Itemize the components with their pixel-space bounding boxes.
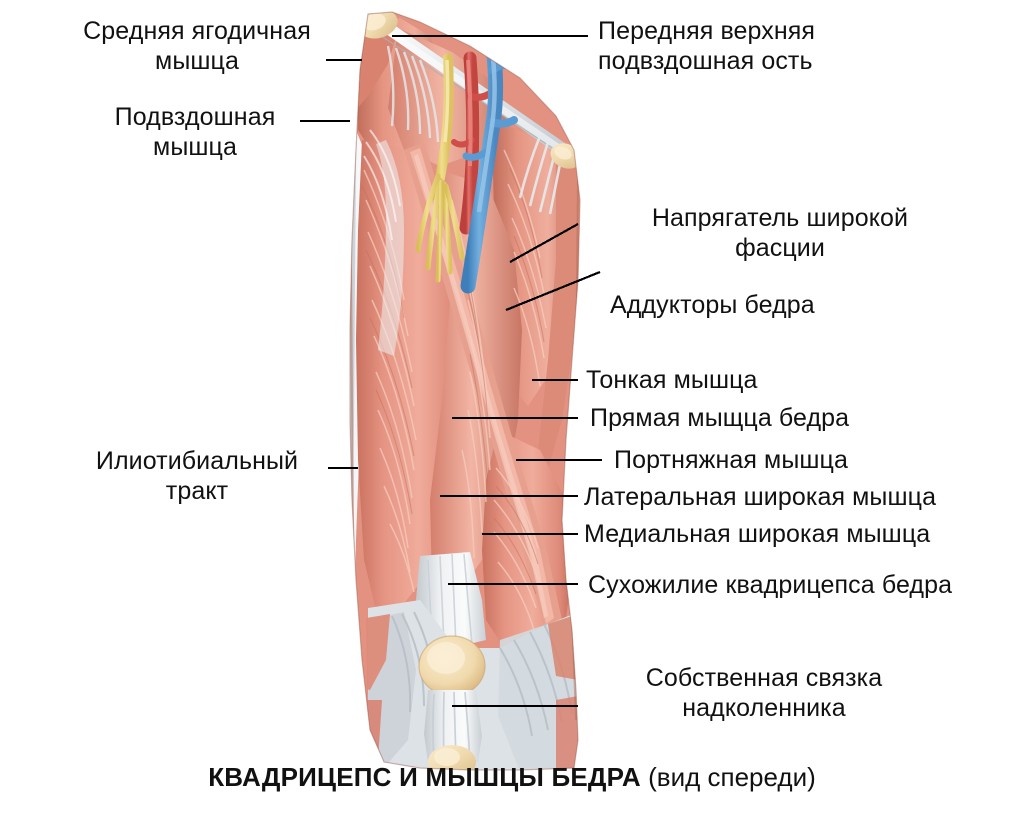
leader-tensor-fasciae-latae: [509, 223, 579, 263]
femoral-nerve: [415, 53, 465, 283]
label-rectus-femoris: Прямая мыщца бедра: [590, 404, 850, 432]
label-vastus-lateralis: Латеральная широкая мышца: [584, 483, 937, 511]
label-iliotibial-tract: Илиотибиальный тракт: [95, 447, 299, 505]
label-gluteus-medius: Средняя ягодичная мышца: [83, 17, 311, 75]
label-adductors: Аддукторы бедра: [610, 291, 815, 319]
pubic-tubercle-bone: [550, 143, 580, 169]
leader-adductors: [505, 270, 601, 312]
gluteus-medius-shape: [356, 14, 398, 110]
label-sartorius: Портняжная мышца: [614, 446, 848, 474]
tibial-tuberosity: [428, 745, 476, 770]
label-iliacus: Подвздошная мышца: [114, 103, 276, 161]
label-quadriceps-tendon: Сухожилие квадрицепса бедра: [588, 571, 953, 599]
knee-region: [366, 600, 578, 770]
femoral-vein: [460, 48, 518, 294]
caption-title: КВАДРИЦЕПС И МЫШЦЫ БЕДРА: [208, 762, 641, 792]
label-tensor-fasciae-latae: Напрягатель широкой фасции: [651, 204, 909, 262]
label-vastus-medialis: Медиальная широкая мышца: [584, 520, 931, 548]
label-patellar-ligament: Собственная связка надколенника: [645, 664, 883, 722]
asis-bone: [358, 12, 398, 39]
patella: [418, 635, 486, 697]
caption-view: (вид спереди): [648, 762, 816, 792]
leader-lines: [300, 34, 602, 708]
fascia-fan: [386, 45, 440, 143]
figure-caption: КВАДРИЦЕПС И МЫШЦЫ БЕДРА (вид спереди): [0, 762, 1024, 793]
label-gracilis: Тонкая мышца: [586, 366, 758, 394]
limb-body: [350, 12, 580, 770]
label-asis: Передняя верхняя подвздошная ость: [598, 17, 816, 75]
limb-outline: [349, 11, 581, 771]
